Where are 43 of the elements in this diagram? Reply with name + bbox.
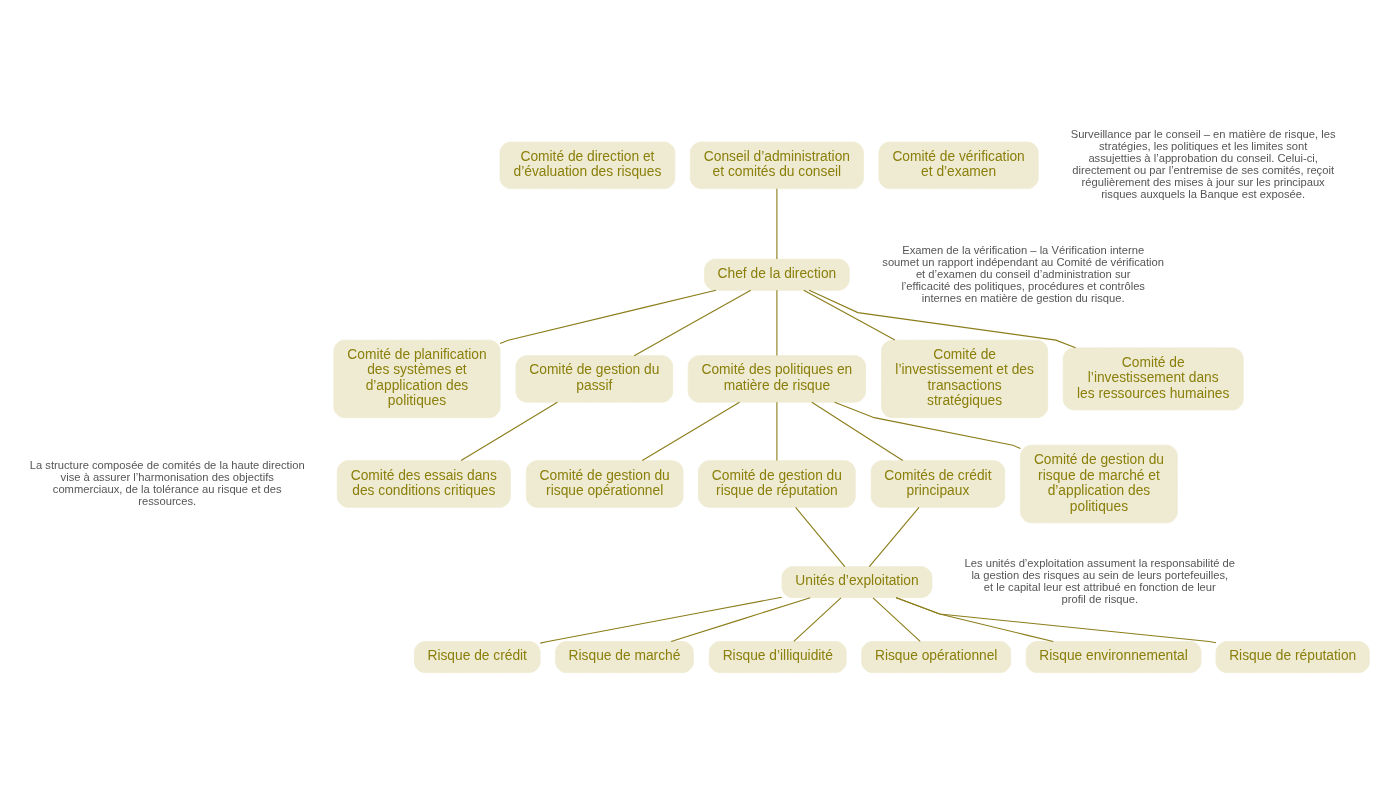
- connector: [803, 289, 896, 341]
- node-box: Comité de planification des systèmes et d’application des politiques: [333, 339, 501, 419]
- node-box: Comités de crédit principaux: [870, 460, 1006, 508]
- connector: [895, 597, 1217, 644]
- node-box: Comité de l’investissement et des transactions stratégiques: [881, 339, 1049, 419]
- connector: [670, 597, 811, 643]
- node-box: Comité de gestion du risque opérationnel: [525, 460, 684, 508]
- node-box: Risque de crédit: [413, 641, 541, 673]
- label: La structure composée de comités de la haute direction vise à assurer l’harmonisation des objectifs commerciaux, de la tolérance au risque et des ressources.: [29, 458, 305, 507]
- node-box: Comité de direction et d’évaluation des risques: [499, 141, 676, 190]
- connector: [793, 597, 842, 642]
- connector: [633, 289, 752, 357]
- connector: [499, 289, 717, 345]
- node-box: Comité de l’investissement dans les ressources humaines: [1062, 347, 1244, 411]
- connector: [872, 597, 921, 642]
- node-box: Comité de gestion du passif: [515, 355, 674, 403]
- node-box: Comité de gestion du risque de réputation: [698, 460, 856, 508]
- node-box: Comité des politiques en matière de risque: [687, 355, 866, 403]
- node-box: Comité des essais dans des conditions critiques: [336, 460, 511, 508]
- node-box: Risque de réputation: [1215, 641, 1370, 673]
- connector: [811, 401, 904, 462]
- connector: [539, 596, 783, 644]
- connector: [460, 401, 558, 462]
- connector: [834, 401, 1022, 450]
- node-box: Comité de gestion du risque de marché et d’application des politiques: [1020, 444, 1178, 524]
- connector: [776, 401, 778, 461]
- label: Examen de la vérification – la Vérification interne soumet un rapport indépendant au Comité de vérification et d’examen du conseil d’administration sur l’efficacité des politiques, procédures et contrôles internes en matière de gestion du risque.: [882, 243, 1165, 304]
- node-box: Unités d’exploitation: [781, 566, 933, 599]
- node-box: Risque environnemental: [1025, 641, 1202, 673]
- node-box: Chef de la direction: [704, 258, 850, 291]
- connector: [776, 289, 778, 357]
- connector: [795, 506, 846, 568]
- node-box: Risque de marché: [555, 641, 694, 673]
- label: Surveillance par le conseil – en matière de risque, les stratégies, les politiques et les limites sont assujetties à l’approbation du conseil. Celui-ci, directement ou par l’entremise de ses comités, reçoit régulièrement des mises à jour sur les principaux risques auxquels la Banque est exposée.: [1070, 128, 1336, 201]
- connector: [808, 289, 1077, 349]
- connector: [641, 401, 741, 462]
- connector: [776, 188, 778, 260]
- node-box: Comité de vérification et d’examen: [878, 141, 1039, 190]
- node-box: Risque d’illiquidité: [708, 641, 847, 673]
- label: Les unités d’exploitation assument la responsabilité de la gestion des risques au sein de leurs portefeuilles, et le capital leur est attribué en fonction de leur profil de risque.: [964, 556, 1236, 606]
- connector: [868, 506, 920, 568]
- node-box: Risque opérationnel: [861, 641, 1012, 673]
- node-box: Conseil d’administration et comités du conseil: [689, 141, 864, 190]
